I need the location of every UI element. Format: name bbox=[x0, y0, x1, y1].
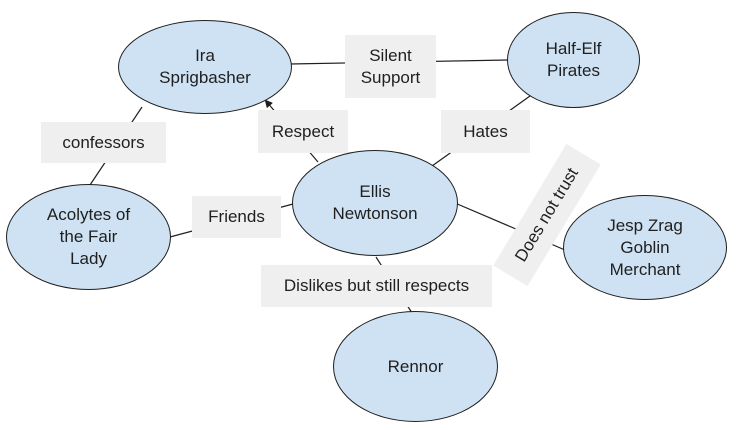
edge-label-hates: Hates bbox=[441, 110, 530, 153]
node-half-elf-pirates[interactable]: Half-Elf Pirates bbox=[507, 12, 640, 108]
edge-label-confessors: confessors bbox=[41, 122, 166, 163]
node-ira-sprigbasher-label: Ira Sprigbasher bbox=[159, 46, 251, 87]
node-jesp-zrag-goblin-merchant-label: Jesp Zrag Goblin Merchant bbox=[607, 215, 683, 279]
edge-label-dislikes-but-still-respects-text: Dislikes but still respects bbox=[283, 276, 470, 295]
node-ellis-newtonson-label: Ellis Newtonson bbox=[332, 182, 418, 223]
node-rennor[interactable]: Rennor bbox=[333, 311, 498, 422]
node-ellis-newtonson[interactable]: Ellis Newtonson bbox=[292, 150, 458, 256]
edge-label-hates-text: Hates bbox=[463, 121, 508, 141]
node-acolytes-of-the-fair-lady[interactable]: Acolytes of the Fair Lady bbox=[6, 184, 171, 290]
edge-label-friends: Friends bbox=[192, 196, 281, 238]
edge-label-dislikes-but-still-respects: Dislikes but still respects bbox=[261, 265, 492, 307]
edge-label-friends-text: Friends bbox=[208, 207, 265, 226]
node-acolytes-of-the-fair-lady-label: Acolytes of the Fair Lady bbox=[46, 205, 131, 268]
edge-label-respect-text: Respect bbox=[271, 121, 335, 141]
edge-label-respect: Respect bbox=[258, 110, 348, 153]
edge-label-silent-support-text: Silent Support bbox=[360, 45, 421, 87]
node-ira-sprigbasher[interactable]: Ira Sprigbasher bbox=[118, 20, 292, 114]
node-rennor-label: Rennor bbox=[387, 356, 444, 376]
node-half-elf-pirates-label: Half-Elf Pirates bbox=[545, 39, 602, 80]
node-jesp-zrag-goblin-merchant[interactable]: Jesp Zrag Goblin Merchant bbox=[563, 195, 727, 300]
edge-label-confessors-text: confessors bbox=[62, 132, 145, 152]
edge-label-silent-support: Silent Support bbox=[345, 35, 436, 98]
